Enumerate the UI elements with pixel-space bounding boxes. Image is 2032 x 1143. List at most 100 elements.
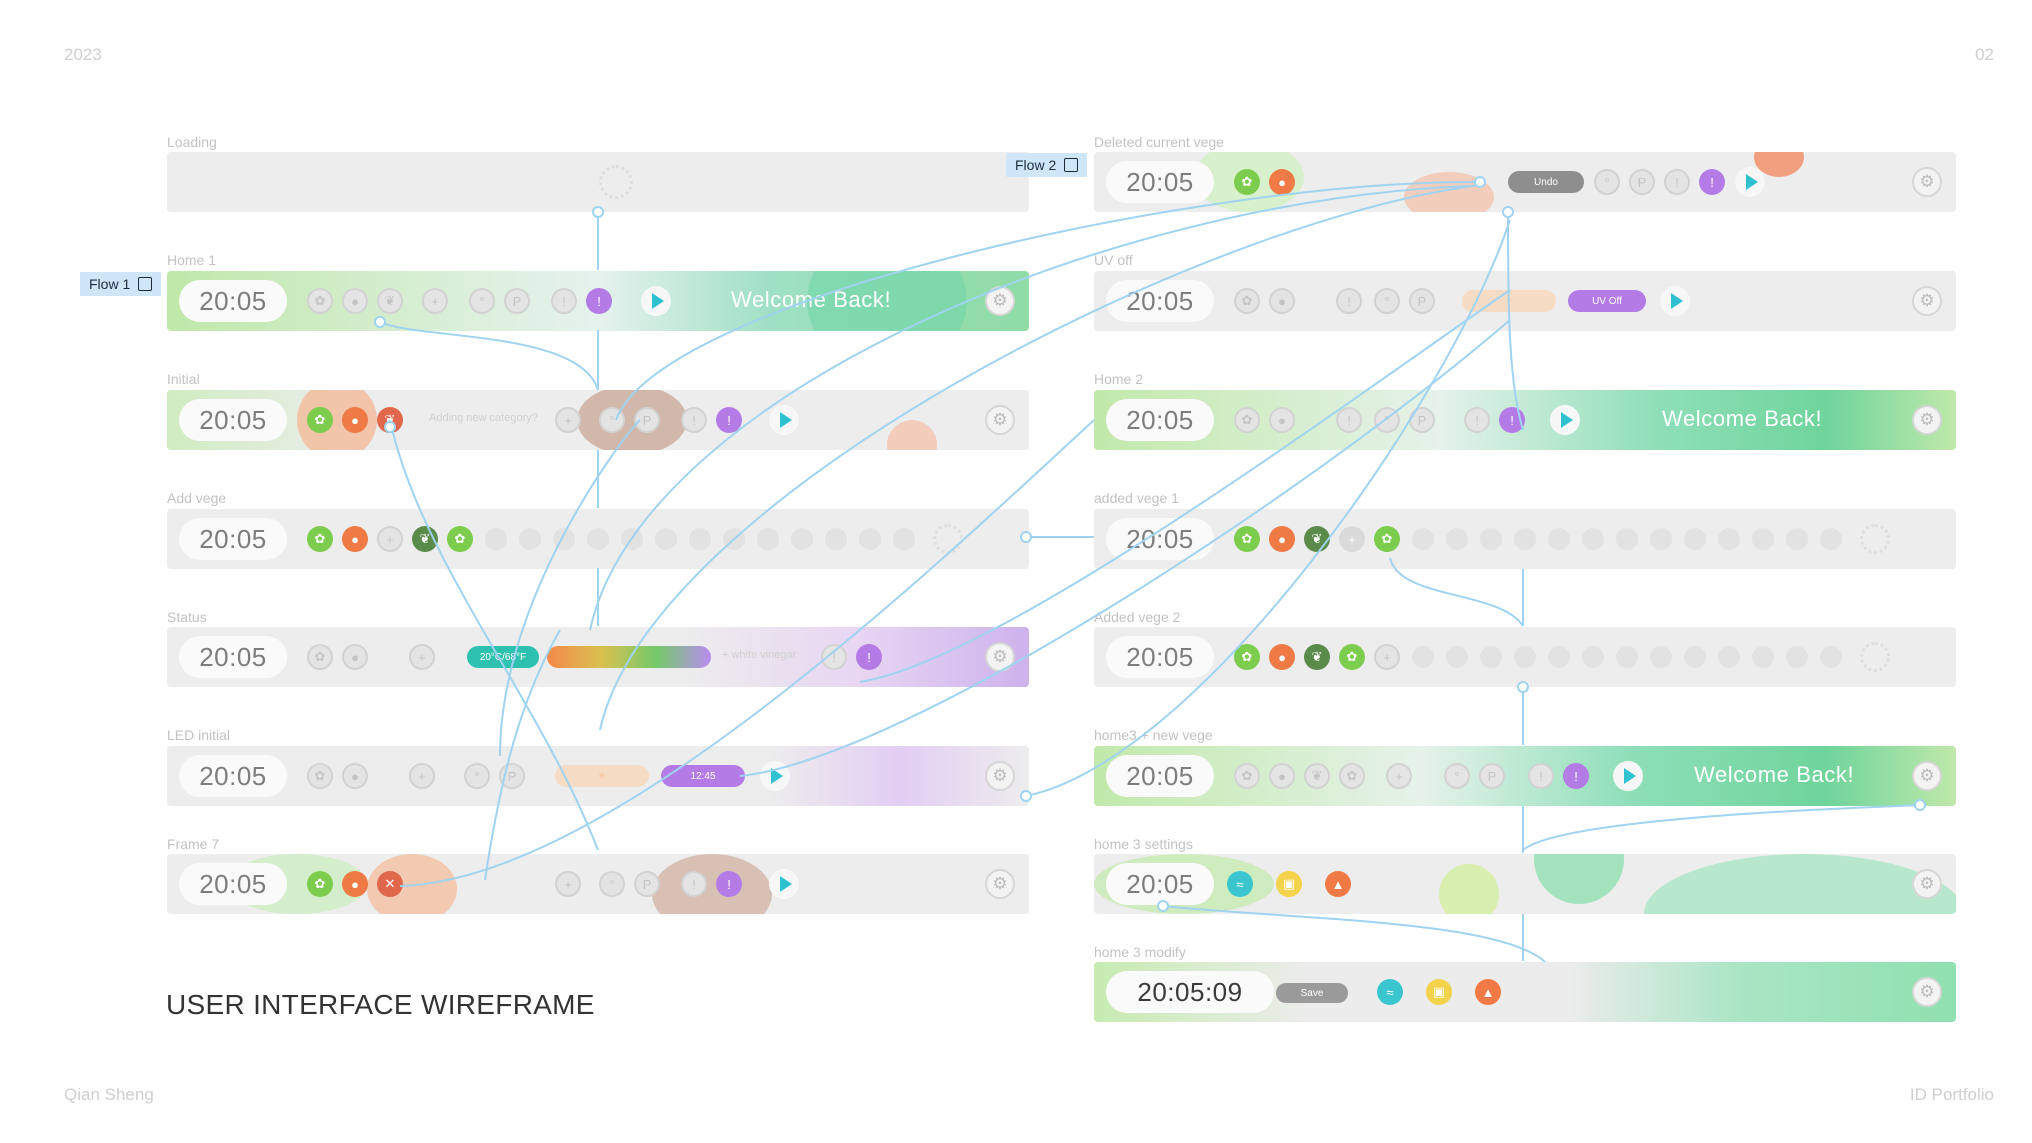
gear-icon[interactable]: ⚙	[985, 869, 1015, 899]
plant-icon[interactable]: ✿	[307, 407, 333, 433]
tomato-icon[interactable]: ●	[342, 526, 368, 552]
tomato-icon[interactable]: ●	[342, 763, 368, 789]
herb-icon[interactable]: ✿	[1339, 644, 1365, 670]
play-icon[interactable]	[1613, 761, 1643, 791]
tomato-icon[interactable]: ●	[342, 407, 368, 433]
tomato-icon[interactable]: ●	[1269, 288, 1295, 314]
ph-icon[interactable]: P	[499, 763, 525, 789]
tomato-icon[interactable]: ●	[1269, 763, 1295, 789]
herb-icon[interactable]: ✿	[1339, 763, 1365, 789]
save-button[interactable]: Save	[1276, 983, 1348, 1003]
clock-display[interactable]: 20:05	[179, 755, 287, 797]
temperature-icon[interactable]: °	[1594, 169, 1620, 195]
uv-icon[interactable]: !	[716, 407, 742, 433]
plant-icon[interactable]: ✿	[307, 763, 333, 789]
add-icon[interactable]: +	[555, 871, 581, 897]
temperature-icon[interactable]: °	[1374, 407, 1400, 433]
gear-icon[interactable]: ⚙	[985, 405, 1015, 435]
gear-icon[interactable]: ⚙	[985, 761, 1015, 791]
gear-icon[interactable]: ⚙	[985, 642, 1015, 672]
tomato-icon[interactable]: ●	[1269, 526, 1295, 552]
uv-off-pill[interactable]: UV Off	[1568, 290, 1646, 312]
ph-icon[interactable]: P	[1409, 407, 1435, 433]
clock-display[interactable]: 20:05	[179, 280, 287, 322]
plant-icon[interactable]: ✿	[1234, 763, 1260, 789]
ph-icon[interactable]: P	[1409, 288, 1435, 314]
clock-display[interactable]: 20:05	[179, 518, 287, 560]
delete-icon[interactable]: ✕	[377, 871, 403, 897]
clock-display[interactable]: 20:05	[179, 636, 287, 678]
clock-display[interactable]: 20:05	[1106, 518, 1214, 560]
uv-icon[interactable]: !	[1499, 407, 1525, 433]
uv-icon[interactable]: !	[856, 644, 882, 670]
led-icon[interactable]: !	[821, 644, 847, 670]
lock-icon[interactable]: ▲	[1325, 871, 1351, 897]
uv-icon[interactable]: !	[716, 871, 742, 897]
play-icon[interactable]	[769, 405, 799, 435]
herb-icon[interactable]: ✿	[1374, 526, 1400, 552]
uv-icon[interactable]: !	[586, 288, 612, 314]
gear-icon[interactable]: ⚙	[1912, 286, 1942, 316]
add-icon[interactable]: !	[1336, 407, 1362, 433]
clock-display[interactable]: 20:05	[1106, 280, 1214, 322]
wifi-icon[interactable]: ≈	[1377, 979, 1403, 1005]
led-on-pill[interactable]: ☀	[1462, 290, 1556, 312]
ph-icon[interactable]: P	[504, 288, 530, 314]
gear-icon[interactable]: ⚙	[1912, 977, 1942, 1007]
play-icon[interactable]	[1660, 286, 1690, 316]
plant-icon[interactable]: ✿	[1234, 526, 1260, 552]
clock-display[interactable]: 20:05	[1106, 161, 1214, 203]
clock-display[interactable]: 20:05	[1106, 399, 1214, 441]
led-timer-pill[interactable]: 12:45	[661, 765, 745, 787]
leaf-icon[interactable]: ❦	[412, 526, 438, 552]
plant-icon[interactable]: ✿	[307, 288, 333, 314]
gear-icon[interactable]: ⚙	[1912, 167, 1942, 197]
plant-icon[interactable]: ✿	[307, 644, 333, 670]
lock-icon[interactable]: ▲	[1475, 979, 1501, 1005]
add-icon[interactable]: +	[422, 288, 448, 314]
undo-button[interactable]: Undo	[1508, 171, 1584, 193]
clock-edit-field[interactable]: 20:05:09	[1106, 971, 1274, 1013]
plant-icon[interactable]: ✿	[1234, 644, 1260, 670]
clock-display[interactable]: 20:05	[1106, 636, 1214, 678]
add-icon[interactable]: +	[1339, 526, 1365, 552]
clipboard-icon[interactable]: ▣	[1426, 979, 1452, 1005]
play-icon[interactable]	[769, 869, 799, 899]
clipboard-icon[interactable]: ▣	[1276, 871, 1302, 897]
gear-icon[interactable]: ⚙	[1912, 869, 1942, 899]
led-on-pill[interactable]: ☀	[555, 765, 649, 787]
leaf-icon[interactable]: ❦	[1304, 763, 1330, 789]
temperature-icon[interactable]: °	[464, 763, 490, 789]
tomato-icon[interactable]: ●	[1269, 169, 1295, 195]
play-icon[interactable]	[760, 761, 790, 791]
temperature-icon[interactable]: °	[469, 288, 495, 314]
herb-icon[interactable]: ✿	[447, 526, 473, 552]
gear-icon[interactable]: ⚙	[1912, 761, 1942, 791]
ph-icon[interactable]: P	[1629, 169, 1655, 195]
plant-icon[interactable]: ✿	[1234, 407, 1260, 433]
led-icon[interactable]: !	[1464, 407, 1490, 433]
temperature-icon[interactable]: °	[599, 407, 625, 433]
add-icon[interactable]: +	[555, 407, 581, 433]
tomato-icon[interactable]: ●	[342, 871, 368, 897]
led-icon[interactable]: !	[551, 288, 577, 314]
leaf-icon[interactable]: ❦	[1304, 644, 1330, 670]
ph-icon[interactable]: P	[634, 871, 660, 897]
plant-icon[interactable]: ✿	[1234, 288, 1260, 314]
ph-icon[interactable]: P	[1479, 763, 1505, 789]
clock-display[interactable]: 20:05	[1106, 863, 1214, 905]
ph-icon[interactable]: P	[634, 407, 660, 433]
temperature-icon[interactable]: °	[599, 871, 625, 897]
ph-gradient-bar[interactable]	[547, 646, 711, 668]
plant-icon[interactable]: ✿	[307, 871, 333, 897]
play-icon[interactable]	[641, 286, 671, 316]
led-icon[interactable]: !	[1664, 169, 1690, 195]
tomato-icon[interactable]: ●	[1269, 407, 1295, 433]
add-icon[interactable]: +	[409, 644, 435, 670]
tomato-icon[interactable]: ●	[1269, 644, 1295, 670]
gear-icon[interactable]: ⚙	[1912, 405, 1942, 435]
add-icon[interactable]: !	[1336, 288, 1362, 314]
add-icon[interactable]: +	[409, 763, 435, 789]
temperature-icon[interactable]: °	[1374, 288, 1400, 314]
wifi-icon[interactable]: ≈	[1227, 871, 1253, 897]
